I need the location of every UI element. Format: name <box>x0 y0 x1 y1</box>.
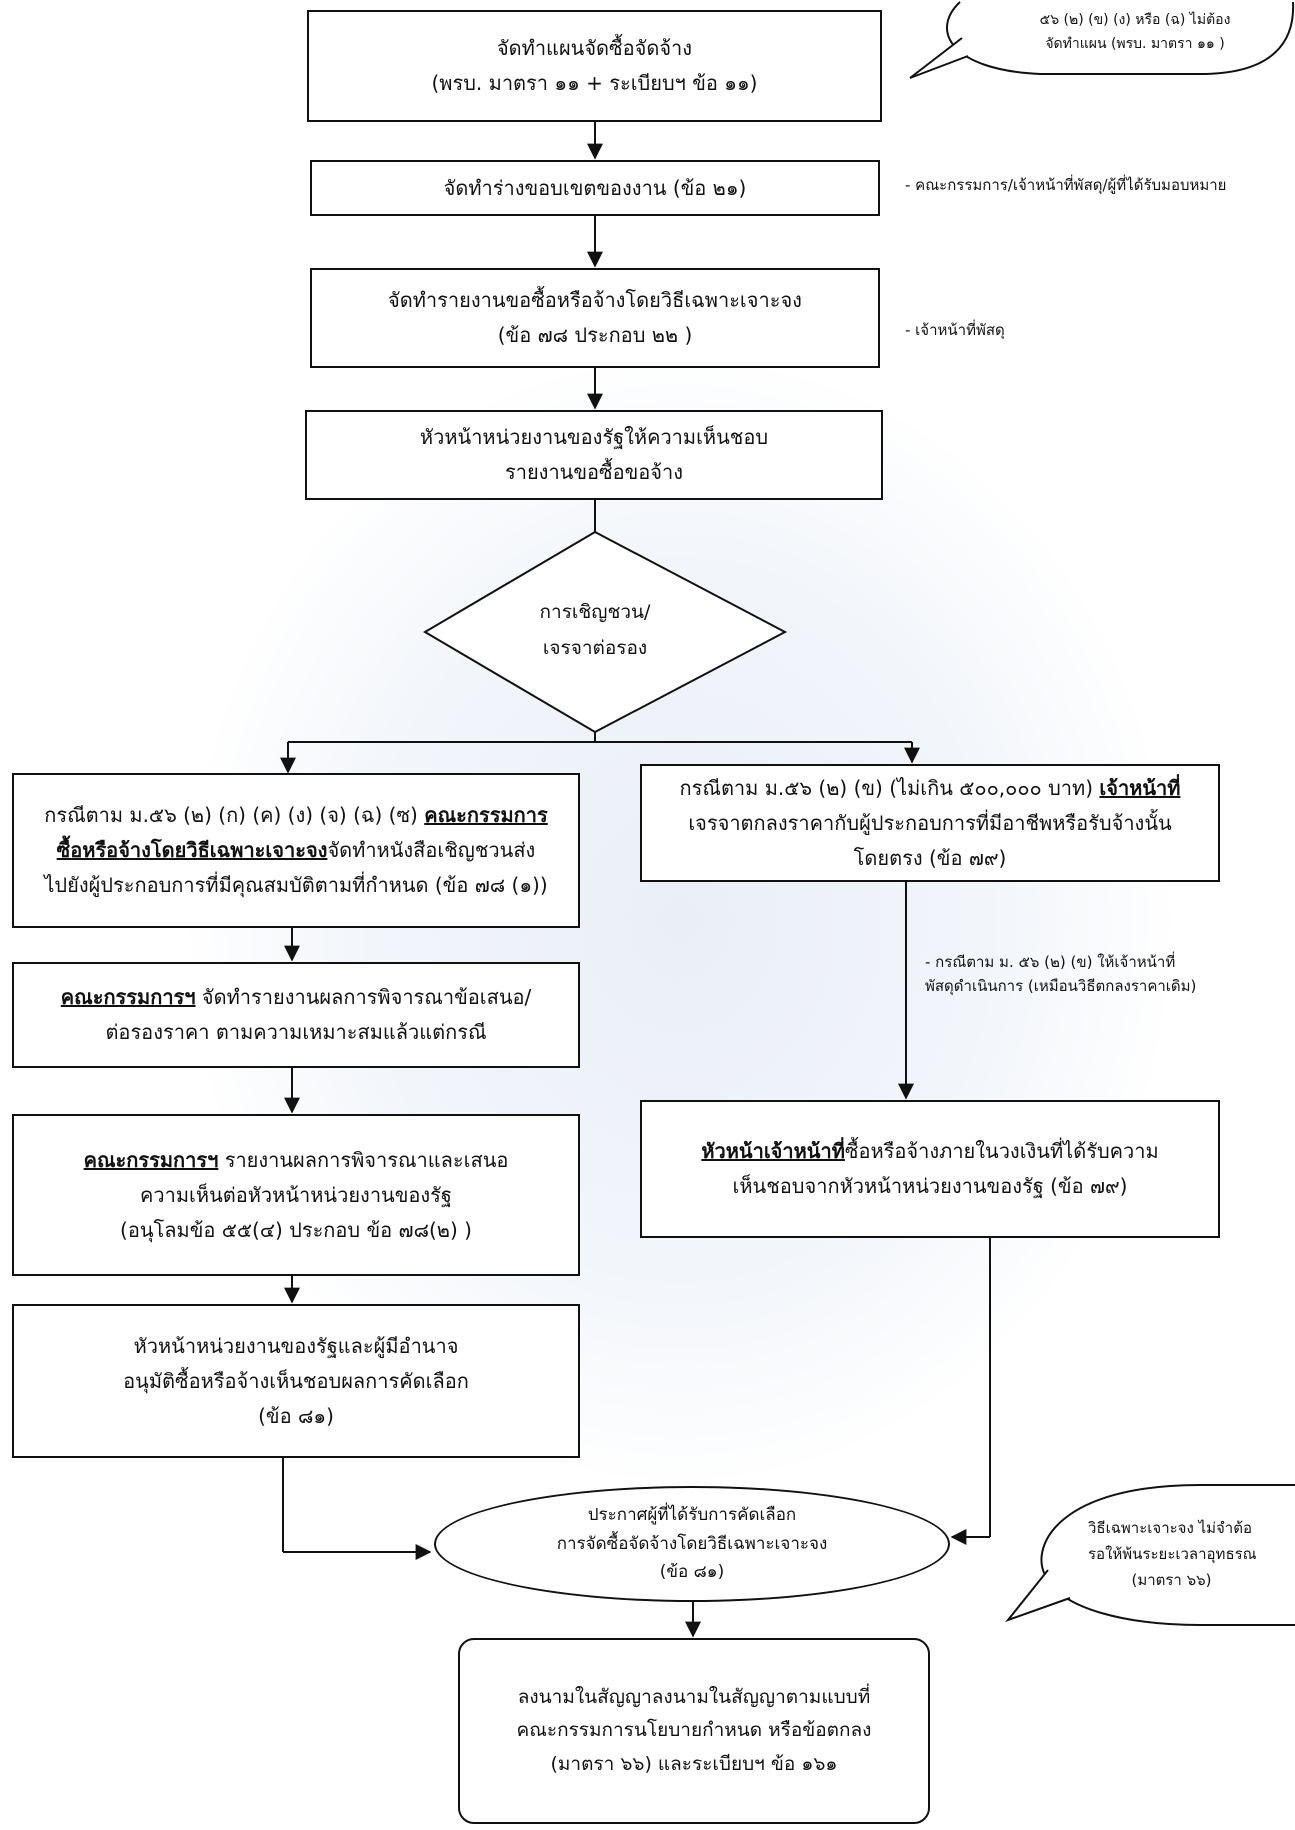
right1-line-1-emphasis: เจ้าหน้าที่ <box>1099 775 1181 800</box>
decision-line-1: การเชิญชวน/ <box>539 601 651 623</box>
right-note-line-1: - กรณีตาม ม. ๕๖ (๒) (ข) ให้เจ้าหน้าที่ <box>925 953 1176 971</box>
left1-line-2-text: จัดทำหนังสือเชิญชวนส่ง <box>327 838 536 862</box>
right1-line-1-text: กรณีตาม ม.๕๖ (๒) (ข) (ไม่เกิน ๕๐๐,๐๐๐ บา… <box>679 775 1100 800</box>
bubble-bottom-line-1: วิธีเฉพาะเจาะจง ไม่จำต้อ <box>1088 1518 1252 1537</box>
right1-line-1: กรณีตาม ม.๕๖ (๒) (ข) (ไม่เกิน ๕๐๐,๐๐๐ บา… <box>680 771 1181 806</box>
right2-line-1: หัวหน้าเจ้าหน้าที่ซื้อหรือจ้างภายในวงเงิ… <box>701 1134 1158 1169</box>
left2-line-2: ต่อรองราคา ตามความเหมาะสมแล้วแต่กรณี <box>105 1020 487 1044</box>
step4-line-1: หัวหน้าหน่วยงานของรัฐให้ความเห็นชอบ <box>419 425 769 449</box>
left1-line-1: กรณีตาม ม.๕๖ (๒) (ก) (ค) (ง) (จ) (ฉ) (ซ)… <box>44 798 548 833</box>
left-invitation-box: กรณีตาม ม.๕๖ (๒) (ก) (ค) (ง) (จ) (ฉ) (ซ)… <box>12 773 580 928</box>
left4-line-2: อนุมัติซื้อหรือจ้างเห็นชอบผลการคัดเลือก <box>123 1368 469 1393</box>
announce-line-2: การจัดซื้อจัดจ้างโดยวิธีเฉพาะเจาะจง <box>556 1533 828 1554</box>
note-step3: - เจ้าหน้าที่พัสดุ <box>905 321 1005 339</box>
left2-line-1: คณะกรรมการฯ จัดทำรายงานผลการพิจารณาข้อเส… <box>61 980 531 1015</box>
left-head-approval-box: หัวหน้าหน่วยงานของรัฐและผู้มีอำนาจ อนุมั… <box>12 1304 580 1458</box>
step1-line-1: จัดทำแผนจัดซื้อจัดจ้าง <box>496 36 693 60</box>
bubble-bottom-line-3: (มาตรา ๖๖) <box>1131 1571 1212 1590</box>
right1-line-2: เจรจาตกลงราคากับผู้ประกอบการที่มีอาชีพหร… <box>688 810 1172 835</box>
step1-line-2: (พรบ. มาตรา ๑๑ + ระเบียบฯ ข้อ ๑๑) <box>431 71 758 95</box>
decision-line-2: เจรจาต่อรอง <box>542 637 648 660</box>
left1-line-2-emphasis: ซื้อหรือจ้างโดยวิธีเฉพาะเจาะจง <box>56 838 328 862</box>
left-committee-opinion-box: คณะกรรมการฯ รายงานผลการพิจารณาและเสนอ คว… <box>12 1114 580 1276</box>
left1-line-1-text: กรณีตาม ม.๕๖ (๒) (ก) (ค) (ง) (จ) (ฉ) (ซ) <box>44 803 425 827</box>
right2-line-2: เห็นชอบจากหัวหน้าหน่วยงานของรัฐ (ข้อ ๗๙) <box>732 1174 1128 1198</box>
left-committee-report-box: คณะกรรมการฯ จัดทำรายงานผลการพิจารณาข้อเส… <box>12 962 580 1068</box>
left3-line-1-emphasis: คณะกรรมการฯ <box>83 1147 219 1172</box>
step-draft-scope: จัดทำร่างขอบเขตของงาน (ข้อ ๒๑) <box>310 160 880 216</box>
bubble-bottom-line-2: รอให้พ้นระยะเวลาอุทธรณ <box>1088 1544 1257 1563</box>
left1-line-1-emphasis: คณะกรรมการ <box>424 803 548 827</box>
right-negotiation-box: กรณีตาม ม.๕๖ (๒) (ข) (ไม่เกิน ๕๐๐,๐๐๐ บา… <box>640 764 1220 882</box>
decision-label: การเชิญชวน/ เจรจาต่อรอง <box>470 594 720 666</box>
step-procurement-plan: จัดทำแผนจัดซื้อจัดจ้าง (พรบ. มาตรา ๑๑ + … <box>307 10 882 122</box>
announcement-ellipse: ประกาศผู้ที่ได้รับการคัดเลือก การจัดซื้อ… <box>434 1486 950 1602</box>
left2-line-1-emphasis: คณะกรรมการฯ <box>60 985 196 1009</box>
left1-line-3: ไปยังผู้ประกอบการที่มีคุณสมบัติตามที่กำห… <box>44 873 548 897</box>
bubble-top-line-2: จัดทำแผน (พรบ. มาตรา ๑๑ ) <box>1045 36 1225 52</box>
speech-bubble-bottom: วิธีเฉพาะเจาะจง ไม่จำต้อ รอให้พ้นระยะเวล… <box>1070 1498 1295 1610</box>
right2-line-1-emphasis: หัวหน้าเจ้าหน้าที่ <box>701 1139 845 1163</box>
right2-line-1-text: ซื้อหรือจ้างภายในวงเงินที่ได้รับความ <box>844 1139 1159 1163</box>
announce-line-3: (ข้อ ๘๑) <box>659 1562 725 1583</box>
right1-line-3: โดยตรง (ข้อ ๗๙) <box>853 845 1007 870</box>
final-contract-box: ลงนามในสัญญาลงนามในสัญญาตามแบบที่ คณะกรร… <box>458 1638 930 1824</box>
left2-line-1-text: จัดทำรายงานผลการพิจารณาข้อเสนอ/ <box>195 985 532 1009</box>
final-line-3: (มาตรา ๖๖) และระเบียบฯ ข้อ ๑๖๑ <box>550 1752 838 1775</box>
left3-line-2: ความเห็นต่อหัวหน้าหน่วยงานของรัฐ <box>140 1182 452 1207</box>
step4-line-2: รายงานขอซื้อขอจ้าง <box>504 460 684 484</box>
right-note-line-2: พัสดุดำเนินการ (เหมือนวิธีตกลงราคาเดิม) <box>925 977 1197 995</box>
left3-line-1: คณะกรรมการฯ รายงานผลการพิจารณาและเสนอ <box>84 1143 509 1178</box>
announce-line-1: ประกาศผู้ที่ได้รับการคัดเลือก <box>587 1504 797 1525</box>
step-purchase-report: จัดทำรายงานขอซื้อหรือจ้างโดยวิธีเฉพาะเจา… <box>310 268 880 368</box>
step-head-approval: หัวหน้าหน่วยงานของรัฐให้ความเห็นชอบ รายง… <box>305 410 883 500</box>
left4-line-3: (ข้อ ๘๑) <box>258 1403 334 1428</box>
step3-line-1: จัดทำรายงานขอซื้อหรือจ้างโดยวิธีเฉพาะเจา… <box>388 288 802 312</box>
bubble-top-line-1: ๕๖ (๒) (ข) (ง) หรือ (ฉ) ไม่ต้อง <box>1039 11 1231 28</box>
final-line-2: คณะกรรมการนโยบายกำหนด หรือข้อตกลง <box>516 1719 872 1742</box>
step2-line-1: จัดทำร่างขอบเขตของงาน (ข้อ ๒๑) <box>443 175 747 200</box>
final-line-1: ลงนามในสัญญาลงนามในสัญญาตามแบบที่ <box>517 1686 871 1709</box>
note-right-branch: - กรณีตาม ม. ๕๖ (๒) (ข) ให้เจ้าหน้าที่ พ… <box>925 950 1196 998</box>
left1-line-2: ซื้อหรือจ้างโดยวิธีเฉพาะเจาะจงจัดทำหนังส… <box>57 833 536 868</box>
right-head-officer-box: หัวหน้าเจ้าหน้าที่ซื้อหรือจ้างภายในวงเงิ… <box>640 1100 1220 1238</box>
speech-bubble-top: ๕๖ (๒) (ข) (ง) หรือ (ฉ) ไม่ต้อง จัดทำแผน… <box>985 0 1285 64</box>
left4-line-1: หัวหน้าหน่วยงานของรัฐและผู้มีอำนาจ <box>133 1333 459 1358</box>
left3-line-1-text: รายงานผลการพิจารณาและเสนอ <box>218 1147 509 1172</box>
note-step2: - คณะกรรมการ/เจ้าหน้าที่พัสดุ/ผู้ที่ได้ร… <box>905 176 1227 194</box>
step3-line-2: (ข้อ ๗๘ ประกอบ ๒๒ ) <box>497 323 693 347</box>
left3-line-3: (อนุโลมข้อ ๕๕(๔) ประกอบ ข้อ ๗๘(๒) ) <box>120 1217 472 1242</box>
